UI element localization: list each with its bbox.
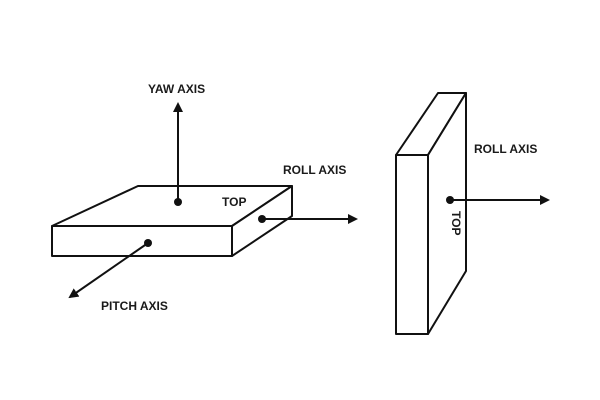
top-label-upright: TOP <box>449 211 463 235</box>
roll-axis-flat-origin-dot <box>258 215 266 223</box>
yaw-axis-origin-dot <box>174 198 182 206</box>
flat-board <box>51 185 293 257</box>
upright-board-front-face <box>395 154 429 335</box>
pitch-axis <box>68 239 152 299</box>
roll-axis-upright <box>446 195 550 205</box>
top-label-flat: TOP <box>222 195 246 209</box>
flat-board-front-face <box>51 225 233 257</box>
yaw-axis <box>173 102 183 206</box>
upright-board-side-face <box>427 92 467 335</box>
pitch-axis-label: PITCH AXIS <box>101 299 168 313</box>
roll-axis-label-left: ROLL AXIS <box>283 163 346 177</box>
roll-axis-upright-origin-dot <box>446 196 454 204</box>
roll-axis-flat <box>258 214 358 224</box>
roll-axis-label-right: ROLL AXIS <box>474 142 537 156</box>
upright-board <box>395 92 467 335</box>
pitch-axis-origin-dot <box>144 239 152 247</box>
yaw-axis-label: YAW AXIS <box>148 82 205 96</box>
pitch-axis-line <box>68 242 149 299</box>
